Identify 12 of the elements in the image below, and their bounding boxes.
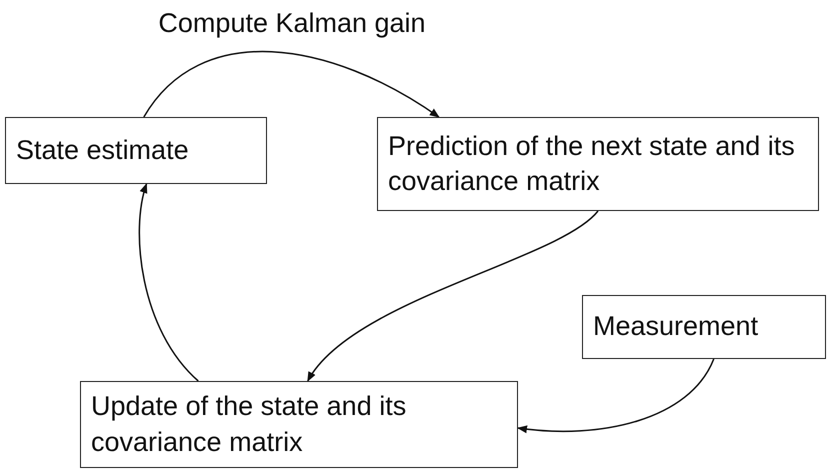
box-label: Prediction of the next state and its covariance matrix bbox=[388, 130, 796, 198]
process-box bbox=[582, 295, 826, 359]
curved-arrow bbox=[138, 183, 199, 382]
process-box bbox=[80, 381, 518, 468]
box-label: Measurement bbox=[593, 310, 758, 344]
box-label: Update of the state and its covariance matrix bbox=[91, 390, 408, 458]
curved-arrow bbox=[307, 210, 599, 382]
process-box bbox=[377, 117, 819, 211]
process-box bbox=[5, 117, 267, 184]
box-label: State estimate bbox=[16, 134, 189, 167]
curved-arrow bbox=[143, 51, 440, 118]
curved-arrow bbox=[517, 358, 714, 433]
